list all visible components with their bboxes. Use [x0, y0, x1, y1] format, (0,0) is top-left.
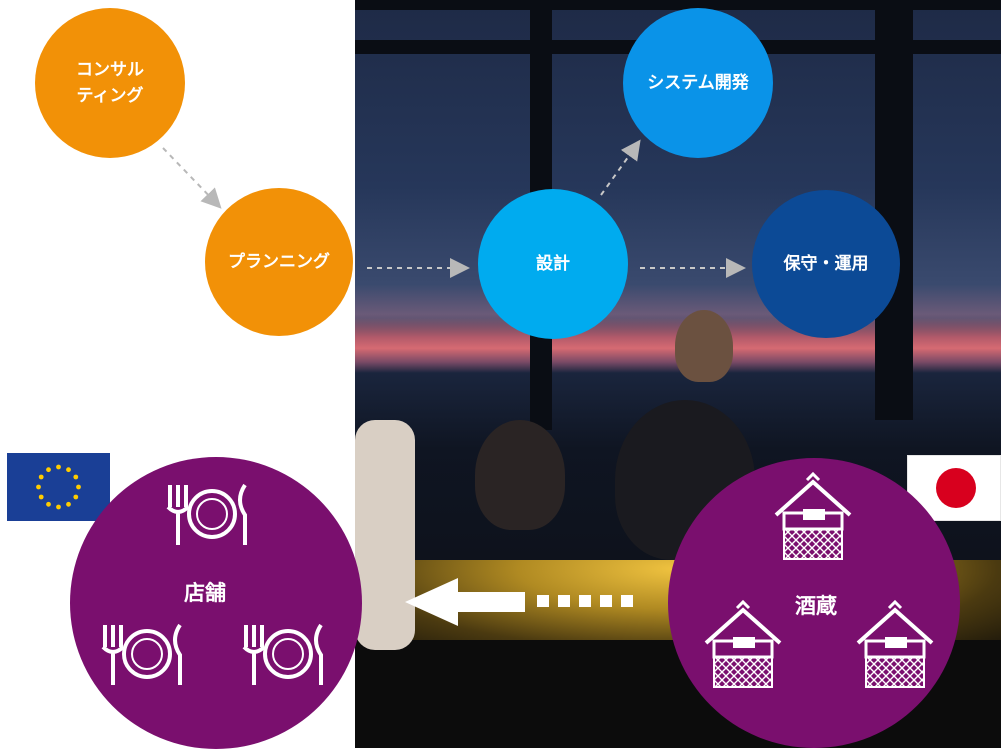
- window-frame: [875, 0, 913, 420]
- store-label: 店舗: [184, 581, 226, 605]
- japan-flag-sun: [936, 468, 976, 508]
- node-design: 設計: [478, 189, 628, 339]
- person-arm: [355, 420, 415, 650]
- node-consulting: コンサル ティング: [35, 8, 185, 158]
- node-system-development: システム開発: [623, 8, 773, 158]
- eu-flag-icon: [7, 453, 110, 521]
- window-frame: [355, 0, 1001, 10]
- arrow-consulting-to-planning: [162, 147, 222, 209]
- node-planning: プランニング: [205, 188, 353, 336]
- person-silhouette: [475, 420, 565, 530]
- node-maintenance: 保守・運用: [752, 190, 900, 338]
- person-head: [675, 310, 733, 382]
- brewery-label: 酒蔵: [795, 594, 837, 618]
